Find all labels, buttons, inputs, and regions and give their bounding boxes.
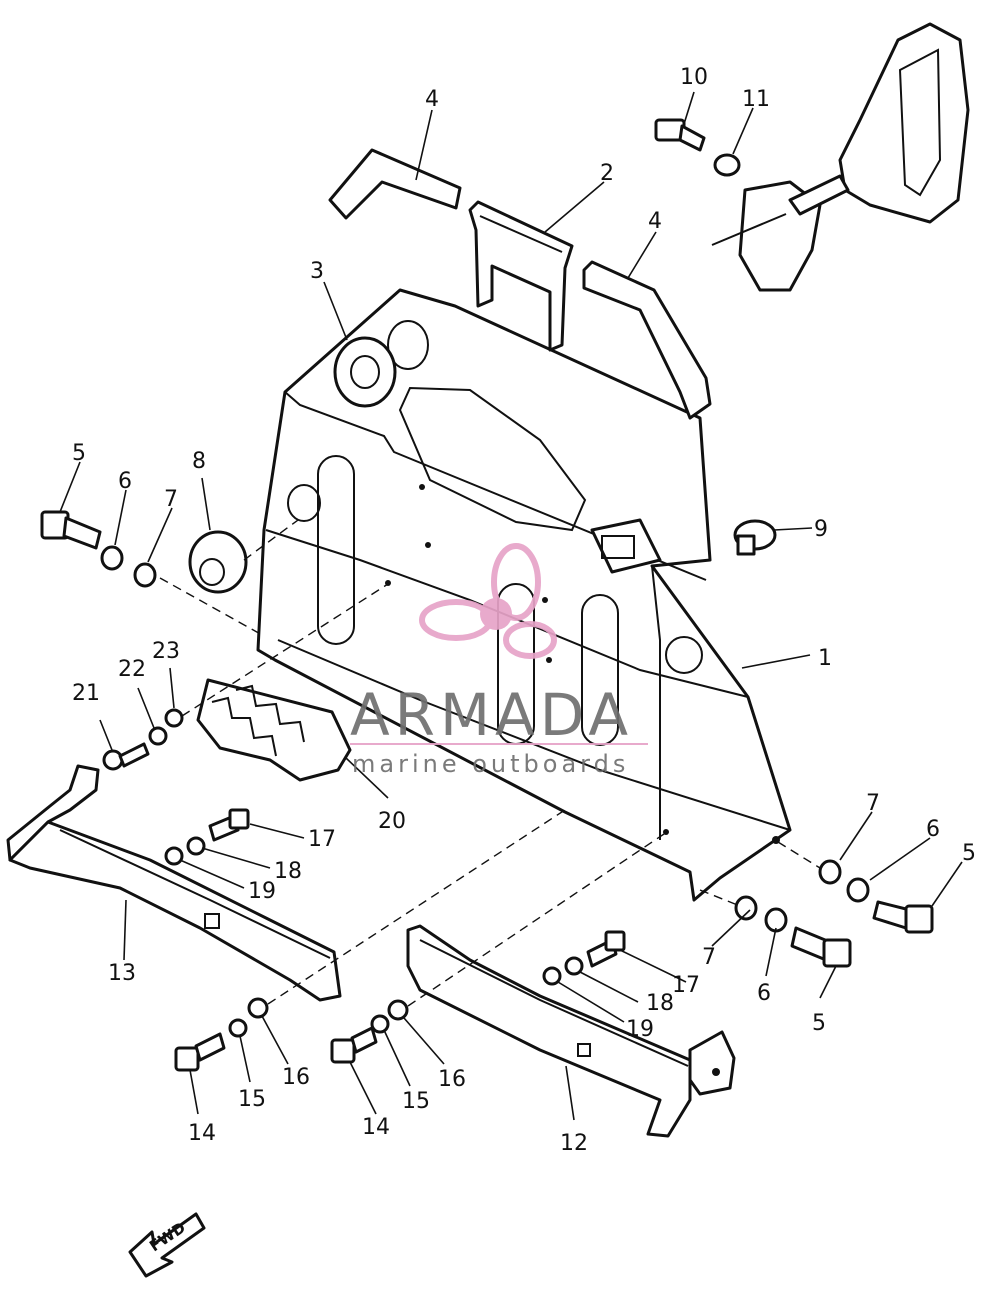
washer-part-19-right [542, 966, 562, 986]
rail-part-13 [6, 764, 342, 1002]
washer-part-15-right [370, 1014, 390, 1034]
washer-part-6-right-upper [846, 877, 870, 903]
callout-14b: 14 [362, 1115, 390, 1140]
stopper-part-9 [733, 519, 777, 556]
callout-7c: 7 [702, 945, 716, 970]
armada-watermark: ARMADA marine outboards [350, 543, 648, 778]
callout-21: 21 [72, 681, 100, 706]
u-frame-part-2 [468, 200, 574, 352]
main-bracket-part-1 [256, 288, 792, 902]
callout-6c: 6 [757, 981, 771, 1006]
callout-7b: 7 [866, 791, 880, 816]
callout-13: 13 [108, 961, 136, 986]
bolt-part-5-right-lower [790, 926, 852, 968]
callout-22: 22 [118, 657, 146, 682]
washer-part-6-left [100, 545, 124, 571]
assembly-lines [159, 519, 821, 1007]
callout-labels: 1 2 3 4 4 5 5 5 6 6 6 7 7 7 8 9 10 11 12… [72, 65, 976, 1156]
bolt-part-17-left [208, 808, 250, 842]
callout-17b: 17 [672, 973, 700, 998]
washer-part-16-left [247, 997, 269, 1019]
bolt-part-14-left [174, 1032, 226, 1072]
callout-10: 10 [680, 65, 708, 90]
bolt-part-17-right [586, 930, 626, 968]
callout-4a: 4 [425, 87, 439, 112]
callout-16b: 16 [438, 1067, 466, 1092]
callout-15a: 15 [238, 1087, 266, 1112]
callout-1: 1 [818, 646, 832, 671]
grommet-part-3 [333, 336, 397, 408]
callout-6a: 6 [118, 469, 132, 494]
callout-19a: 19 [248, 879, 276, 904]
callout-20: 20 [378, 809, 406, 834]
callout-17a: 17 [308, 827, 336, 852]
callout-2: 2 [600, 161, 614, 186]
callout-11: 11 [742, 87, 770, 112]
rail-part-12 [406, 924, 736, 1138]
angle-plate-part-4-left [328, 148, 462, 220]
bolt-part-5-right-upper [872, 900, 934, 934]
screw-part-21 [102, 742, 150, 771]
callout-3: 3 [310, 259, 324, 284]
callout-7a: 7 [164, 487, 178, 512]
callout-23: 23 [152, 639, 180, 664]
washer-part-19-left [164, 846, 184, 866]
callout-16a: 16 [282, 1065, 310, 1090]
washer-part-7-right-lower [734, 895, 758, 921]
watermark-subtitle: marine outboards [352, 750, 629, 778]
washer-part-22 [148, 726, 168, 746]
washer-part-23 [164, 708, 184, 728]
grommet-part-8 [188, 530, 248, 594]
washer-part-6-right-lower [764, 907, 788, 933]
callout-18b: 18 [646, 991, 674, 1016]
callout-18a: 18 [274, 859, 302, 884]
bolt-part-14-right [330, 1026, 378, 1064]
callout-12: 12 [560, 1131, 588, 1156]
callout-6b: 6 [926, 817, 940, 842]
bolt-part-5-left [40, 510, 102, 550]
callout-5b: 5 [962, 841, 976, 866]
handle-assembly-parts-10-11 [654, 22, 970, 292]
watermark-title: ARMADA [350, 681, 633, 749]
callout-9: 9 [814, 517, 828, 542]
callout-8: 8 [192, 449, 206, 474]
callout-15b: 15 [402, 1089, 430, 1114]
callout-4b: 4 [648, 209, 662, 234]
callout-14a: 14 [188, 1121, 216, 1146]
propeller-logo-icon [419, 543, 557, 659]
callout-19b: 19 [626, 1017, 654, 1042]
washer-part-16-right [387, 999, 409, 1021]
washer-part-7-left [133, 562, 157, 588]
washer-part-18-left [186, 836, 206, 856]
washer-part-18-right [564, 956, 584, 976]
angle-plate-part-4-right [582, 260, 712, 420]
forward-arrow-icon: FWD [128, 1212, 206, 1278]
washer-part-15-left [228, 1018, 248, 1038]
leader-lines [59, 91, 963, 1121]
cover-bracket-part-20 [196, 678, 352, 782]
callout-5a: 5 [72, 441, 86, 466]
callout-5c: 5 [812, 1011, 826, 1036]
washer-part-7-right-upper [818, 859, 842, 885]
